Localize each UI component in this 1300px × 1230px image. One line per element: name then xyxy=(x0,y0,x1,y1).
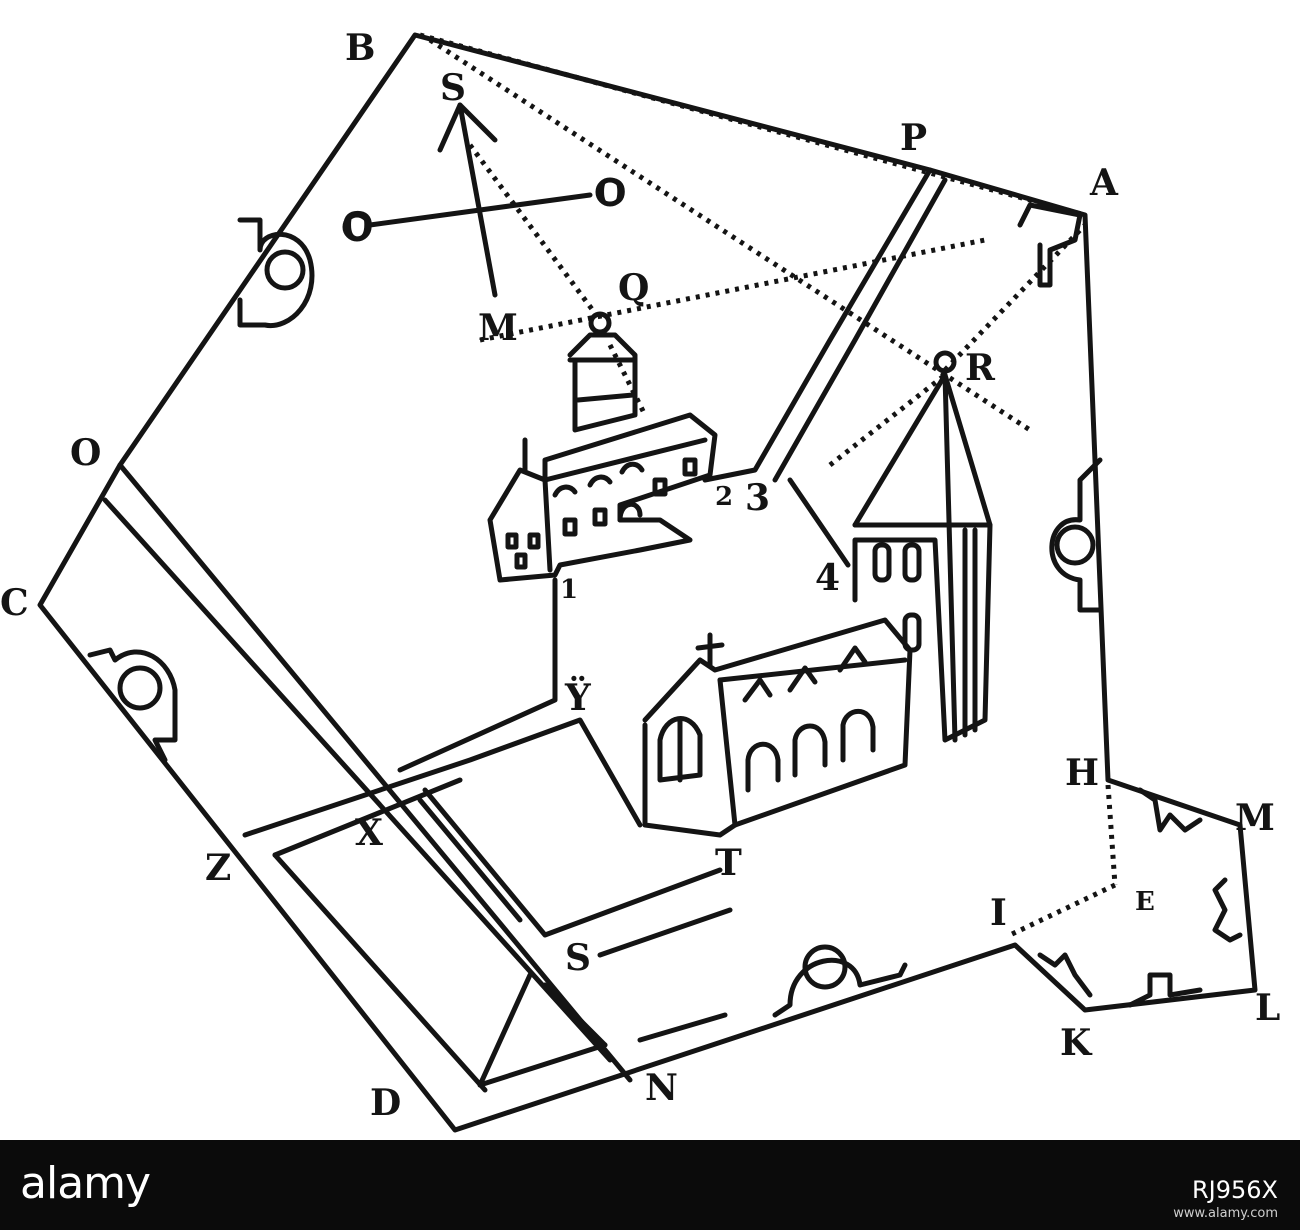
label-O-compass-right: O xyxy=(595,172,626,214)
street-edge xyxy=(102,497,613,1063)
label-K: K xyxy=(1060,1022,1093,1064)
label-P: P xyxy=(900,117,927,159)
compass-o-right xyxy=(595,177,625,207)
bastion-right xyxy=(1049,457,1103,613)
street-edge xyxy=(272,852,488,1093)
street-edge xyxy=(772,177,948,483)
label-D: D xyxy=(370,1082,401,1124)
bastion-ring xyxy=(802,944,848,990)
bastion-ring xyxy=(117,665,163,711)
label-O-compass-left: O xyxy=(342,205,373,247)
bastion-lower-left xyxy=(87,647,178,763)
street-edge xyxy=(477,972,533,1088)
label-C: C xyxy=(0,582,29,624)
label-H: H xyxy=(1065,752,1099,794)
street-edge xyxy=(117,462,633,1083)
compass-needle xyxy=(457,102,498,298)
label-num-3: 3 xyxy=(745,477,770,519)
street-edge xyxy=(702,167,933,483)
label-Z: Z xyxy=(205,847,231,889)
street-edge xyxy=(422,787,723,938)
label-S-top: S xyxy=(440,67,466,109)
compass-arrow xyxy=(437,102,498,153)
label-E: E xyxy=(1135,887,1155,917)
engraved-town-plan: B S P A O O Q M R O 2 3 1 4 C Ÿ H M X Z … xyxy=(0,27,1281,1133)
label-R: R xyxy=(965,347,996,389)
plan-drawing: B S P A O O Q M R O 2 3 1 4 C Ÿ H M X Z … xyxy=(0,27,1280,1133)
tower-cupola xyxy=(567,332,638,433)
street-edge xyxy=(417,797,523,923)
street-edge xyxy=(542,982,608,1048)
street-edge xyxy=(787,477,851,568)
watermark-bar: alamy RJ956X www.alamy.com xyxy=(0,1140,1300,1230)
bastion-ring xyxy=(264,249,306,291)
label-I: I xyxy=(990,892,1007,934)
label-num-4: 4 xyxy=(815,557,840,599)
bastion-bottom xyxy=(772,957,908,1018)
label-Y: Ÿ xyxy=(564,676,592,719)
label-M-bastion: M xyxy=(1235,797,1275,839)
bastion-left xyxy=(237,217,315,329)
label-O-corner: O xyxy=(70,432,101,474)
watermark-url: www.alamy.com xyxy=(1173,1206,1278,1221)
street-edge xyxy=(597,907,733,958)
label-N: N xyxy=(645,1067,678,1109)
street-edge xyxy=(242,717,643,838)
watermark-image-id: RJ956X xyxy=(1191,1176,1278,1204)
street-edge xyxy=(477,1042,608,1088)
compass-o-left xyxy=(342,212,372,242)
compass-needle xyxy=(367,192,593,228)
label-L: L xyxy=(1255,987,1280,1029)
street-edge xyxy=(397,577,558,773)
label-X: X xyxy=(355,812,383,854)
watermark-logo: alamy xyxy=(20,1158,151,1209)
label-S-cross: S xyxy=(565,937,591,979)
street-edge xyxy=(637,1012,728,1043)
label-num-1: 1 xyxy=(560,575,578,605)
label-A: A xyxy=(1089,162,1119,204)
church-nave xyxy=(642,617,913,838)
label-M-compass: M xyxy=(478,307,518,349)
label-T: T xyxy=(715,842,742,884)
sight-lines xyxy=(419,32,1118,938)
label-B: B xyxy=(345,27,375,69)
bastion-ring xyxy=(1054,524,1096,566)
label-Q: Q xyxy=(618,267,649,309)
label-num-2: 2 xyxy=(715,482,733,512)
